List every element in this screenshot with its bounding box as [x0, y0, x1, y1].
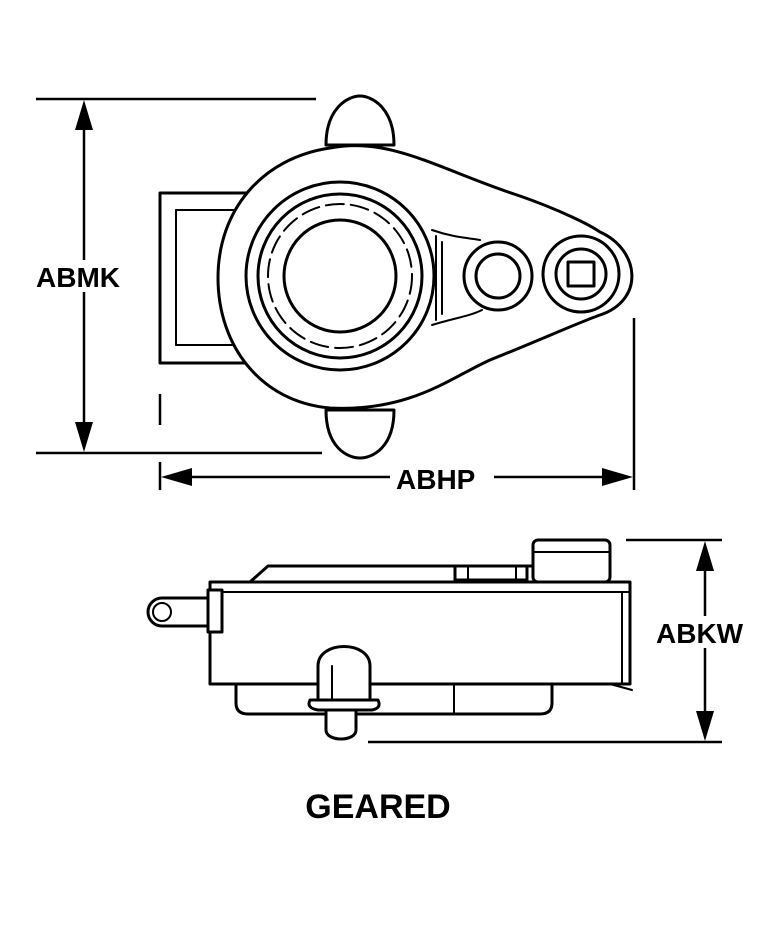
- lower-pan: [234, 682, 554, 716]
- middle-gear: [462, 240, 534, 312]
- square-socket-icon: [566, 260, 596, 288]
- arrow-right-icon: [602, 468, 633, 486]
- abmk-label: ABMK: [36, 262, 120, 293]
- abkw-dimension: ABKW: [368, 538, 744, 744]
- side-view: [146, 538, 633, 741]
- drive-gear: [541, 234, 621, 314]
- small-boss: [453, 564, 529, 582]
- top-view: [158, 94, 634, 460]
- outer-ring: [244, 180, 436, 372]
- bottom-nub: [324, 708, 358, 741]
- top-ear: [324, 94, 396, 147]
- arrow-down-icon: [75, 422, 93, 452]
- bottom-pin: [316, 645, 372, 702]
- abkw-label: ABKW: [656, 618, 744, 649]
- left-tab: [206, 588, 224, 634]
- caption: GEARED: [305, 788, 450, 826]
- arrow-down-icon: [696, 711, 714, 741]
- middle-gear-hub: [474, 252, 522, 300]
- drive-cap: [531, 538, 612, 584]
- dashed-ring: [267, 203, 413, 349]
- arrow-up-icon: [75, 100, 93, 130]
- bore: [282, 218, 398, 334]
- abhp-label: ABHP: [396, 464, 475, 495]
- abhp-dimension: ABHP: [158, 318, 636, 495]
- arrow-left-icon: [161, 468, 192, 486]
- drive-gear-hub: [554, 247, 608, 301]
- bottom-nut: [307, 698, 381, 712]
- left-pin: [146, 596, 210, 628]
- bottom-ear: [324, 408, 396, 460]
- arrow-up-icon: [696, 541, 714, 571]
- gear-link: [431, 229, 483, 326]
- abmk-dimension: ABMK: [36, 97, 322, 455]
- housing: [208, 580, 632, 686]
- inner-ring: [256, 192, 424, 360]
- body-outline: [216, 144, 634, 410]
